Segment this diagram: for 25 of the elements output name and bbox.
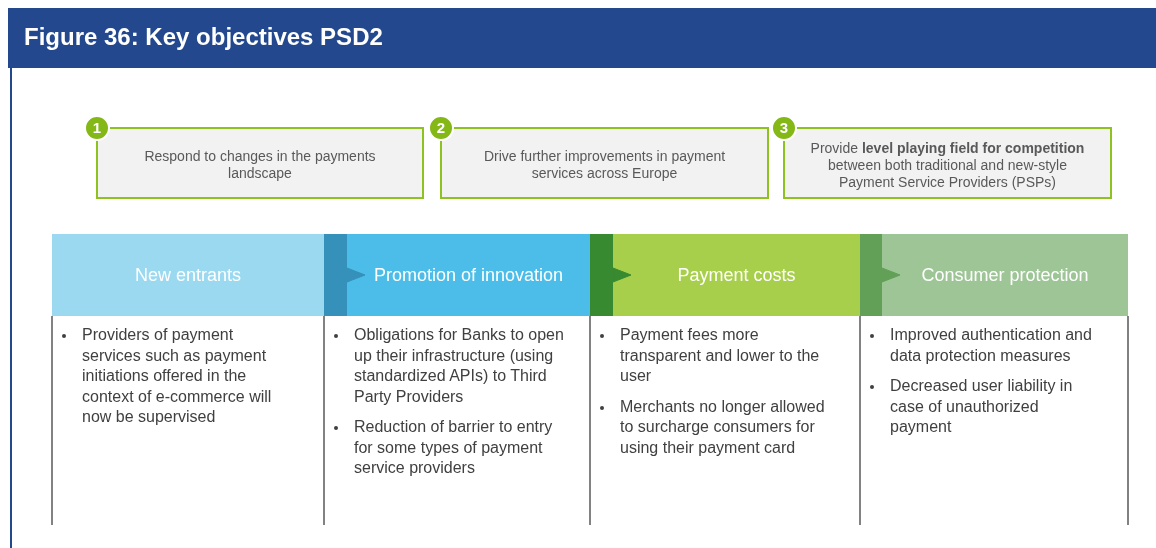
bullet-text: Merchants no longer allowed to surcharge consumers for using their payment card	[620, 396, 826, 458]
bullet-text: Payment fees more transparent and lower to the user	[620, 325, 821, 386]
bullet-text: Providers of payment services such as payment initiations offered in the context of e-commerce will now be supervised	[82, 325, 273, 427]
bullet-text: Reduction of barrier to entry for some types of payment service providers	[354, 417, 554, 478]
bullet-text: Decreased user liability in case of unauthorized payment	[890, 376, 1074, 437]
category-header-band	[882, 234, 1128, 316]
number-badge: 2	[428, 115, 454, 141]
category-heading: Promotion of innovation	[373, 264, 564, 286]
objective-text: Drive further improvements in payment services across Europe	[482, 147, 727, 182]
number-badge: 1	[84, 115, 110, 141]
chevron-arrow	[324, 234, 366, 316]
number-badge: 3	[771, 115, 797, 141]
figure-title: Figure 36: Key objectives PSD2	[8, 8, 1156, 68]
chevron-arrow	[860, 234, 901, 316]
bullet-text: Obligations for Banks to open up their infrastructure (using standardized APIs) to Third Party Providers	[354, 325, 565, 407]
category-heading: Consumer protection	[921, 264, 1089, 286]
chevron-arrow	[590, 234, 632, 316]
category-heading: New entrants	[134, 264, 242, 286]
bullet-text: Improved authentication and data protection measures	[890, 325, 1093, 366]
category-heading: Payment costs	[677, 264, 796, 286]
category-header-band	[347, 234, 590, 316]
objective-text: Provide level playing field for competition between both traditional and new-style Payment Service Providers (PSPs)	[809, 138, 1086, 191]
category-header-band	[613, 234, 860, 316]
objective-text: Respond to changes in the payments landscape	[143, 147, 377, 182]
category-header-band	[52, 234, 324, 316]
